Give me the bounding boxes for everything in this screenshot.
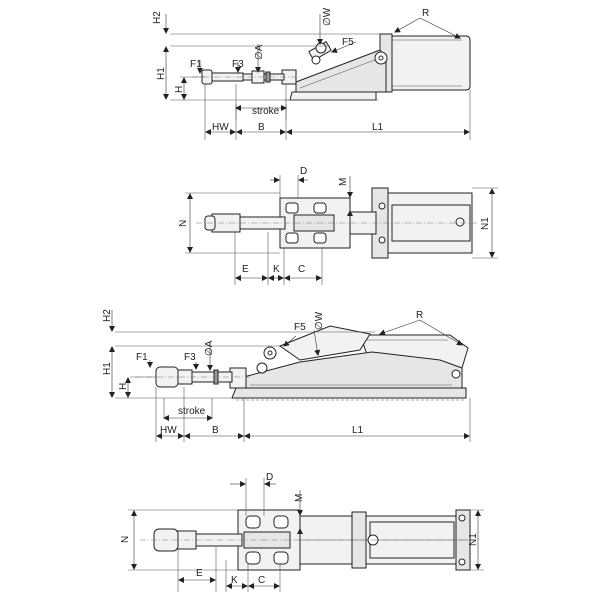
label-H: H — [118, 383, 129, 390]
label-HW: HW — [212, 122, 229, 133]
label-B: B — [212, 425, 219, 436]
label-F5: F5 — [294, 322, 306, 333]
label-N1: N1 — [480, 217, 491, 230]
label-R: R — [422, 8, 429, 19]
label-M: M — [338, 178, 349, 186]
label-B: B — [258, 122, 265, 133]
label-R: R — [416, 310, 423, 321]
side-view-3 — [115, 325, 469, 401]
label-D: D — [300, 166, 307, 177]
label-N: N — [178, 220, 189, 227]
label-L1: L1 — [372, 122, 384, 133]
label-N1: N1 — [468, 533, 479, 546]
label-C: C — [258, 575, 265, 586]
labels-view-1: R H2 ∅W F5 ∅A F1 F3 H1 H stroke HW B L1 — [152, 7, 429, 133]
label-E: E — [196, 568, 203, 579]
label-stroke: stroke — [252, 106, 280, 117]
top-view-2 — [196, 175, 478, 259]
labels-view-4: D M N N1 E K C — [120, 472, 479, 586]
label-HW: HW — [160, 425, 177, 436]
label-K: K — [273, 264, 280, 275]
dimensions-view-3 — [109, 310, 471, 442]
dimensions-view-2 — [185, 176, 498, 285]
label-A: ∅A — [254, 44, 265, 60]
label-A: ∅A — [204, 340, 215, 356]
label-W: ∅W — [314, 311, 325, 330]
labels-view-2: D M N N1 E K C — [178, 166, 491, 275]
label-H1: H1 — [102, 362, 113, 375]
label-D: D — [266, 472, 273, 483]
label-E: E — [242, 264, 249, 275]
label-C: C — [298, 264, 305, 275]
top-view-4 — [140, 509, 480, 571]
label-H2: H2 — [152, 11, 163, 24]
dimensions-view-1 — [163, 14, 471, 140]
label-F5: F5 — [342, 37, 354, 48]
label-F3: F3 — [184, 352, 196, 363]
label-F3: F3 — [232, 59, 244, 70]
label-W: ∅W — [322, 7, 333, 26]
labels-view-3: R H2 ∅W F5 ∅A F1 F3 H1 H stroke HW B L1 — [102, 309, 423, 436]
dimensions-view-4 — [128, 478, 484, 592]
label-stroke: stroke — [178, 406, 206, 417]
label-K: K — [231, 575, 238, 586]
label-N: N — [120, 536, 131, 543]
label-H2: H2 — [102, 309, 113, 322]
label-H1: H1 — [156, 67, 167, 80]
label-M: M — [294, 494, 305, 502]
label-L1: L1 — [352, 425, 364, 436]
label-H: H — [174, 86, 185, 93]
label-F1: F1 — [136, 352, 148, 363]
label-F1: F1 — [190, 59, 202, 70]
